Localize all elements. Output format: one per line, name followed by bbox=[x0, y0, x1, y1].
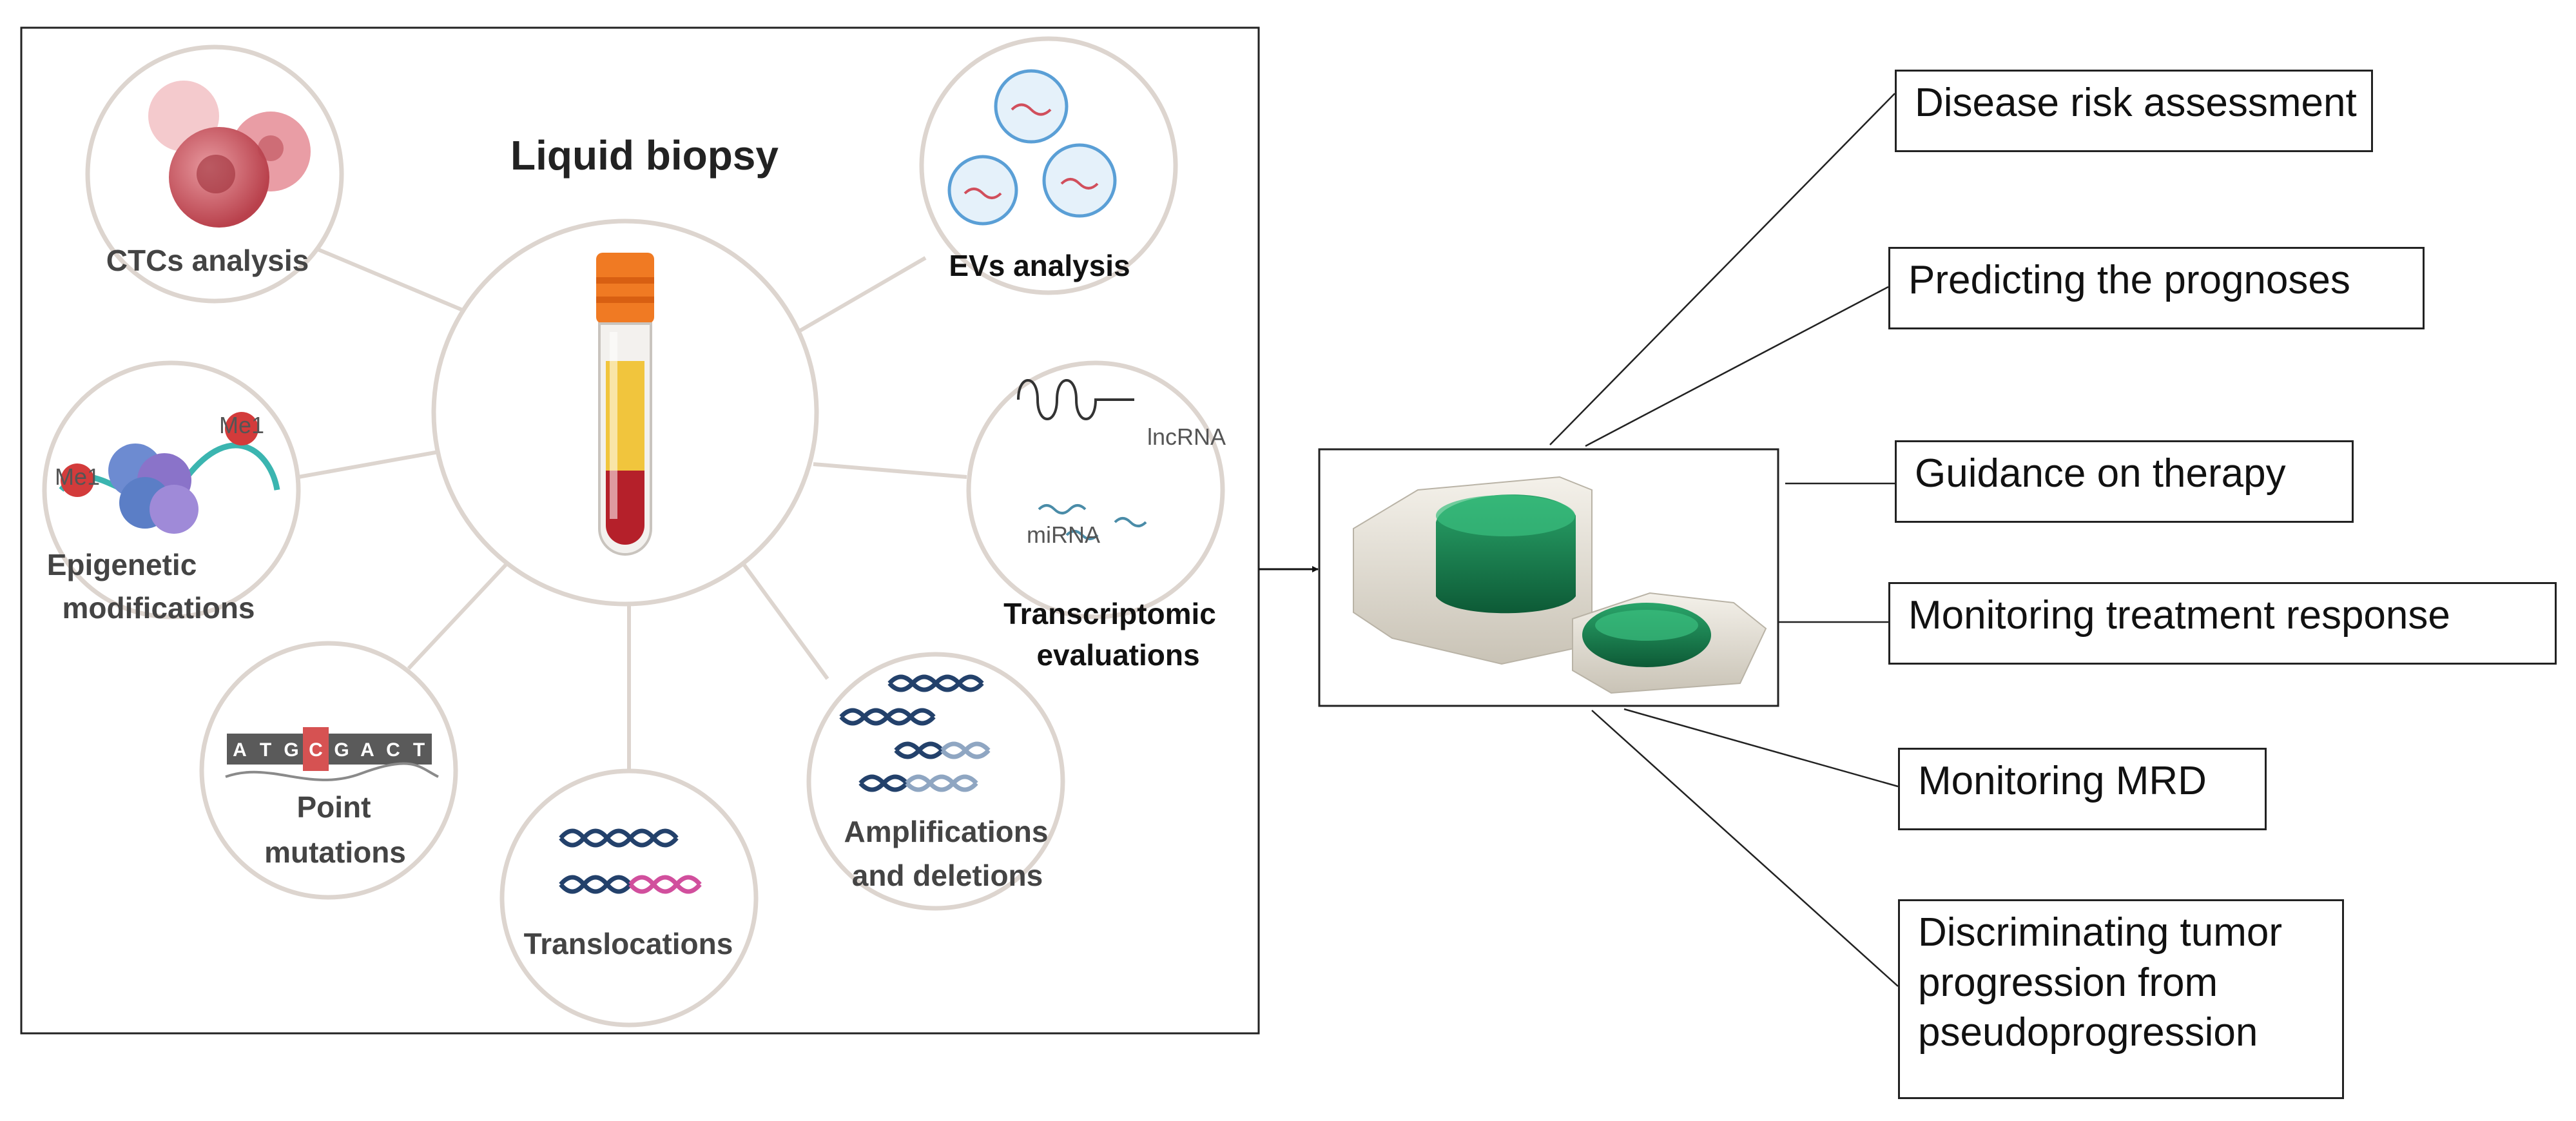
outcome-disease-risk-text: Disease risk assessment bbox=[1915, 81, 2357, 125]
outcome-predicting-prognoses: Predicting the prognoses bbox=[1888, 247, 2425, 329]
translocations-node: Translocations bbox=[499, 768, 759, 1028]
ctcs-analysis-label: CTCs analysis bbox=[106, 244, 309, 277]
base-c1: C bbox=[309, 739, 323, 761]
amplifications-label-line2: and deletions bbox=[852, 859, 1043, 892]
point-mutations-label-line2: mutations bbox=[264, 835, 406, 869]
transcriptomic-label-line2: evaluations bbox=[1036, 638, 1199, 672]
base-a1: A bbox=[233, 739, 247, 761]
liquid-biopsy-title: Liquid biopsy bbox=[510, 132, 779, 179]
epigenetic-modifications-node: Me1 Me1 Epigenetic modifications bbox=[42, 360, 301, 625]
outcome-discriminating-progression: Discriminating tumor progression from ps… bbox=[1898, 899, 2344, 1099]
base-a2: A bbox=[360, 739, 374, 761]
base-t1: T bbox=[260, 739, 271, 761]
epigenetic-label-line2: modifications bbox=[62, 591, 255, 625]
nucleosome-icon bbox=[59, 412, 280, 534]
outcome-discriminating-line3: pseudoprogression bbox=[1918, 1010, 2258, 1055]
rna-icon bbox=[1017, 379, 1147, 540]
amplifications-label-line1: Amplifications bbox=[844, 815, 1049, 848]
outcome-disease-risk: Disease risk assessment bbox=[1895, 70, 2373, 152]
outcome-predicting-prognoses-text: Predicting the prognoses bbox=[1908, 258, 2350, 302]
evs-analysis-label: EVs analysis bbox=[949, 249, 1130, 282]
base-t2: T bbox=[413, 739, 425, 761]
translocation-dna-icon bbox=[559, 828, 702, 894]
point-mutations-label-line1: Point bbox=[297, 790, 371, 824]
dna-sequence-icon: A T G C G A C T bbox=[225, 727, 439, 781]
outcome-monitoring-mrd: Monitoring MRD bbox=[1898, 748, 2267, 830]
outcome-discriminating-line2: progression from bbox=[1918, 960, 2218, 1005]
evs-analysis-node: EVs analysis bbox=[919, 36, 1178, 295]
lncrna-label: lncRNA bbox=[1147, 424, 1226, 450]
base-c2: C bbox=[386, 739, 400, 761]
outcome-guidance-therapy-text: Guidance on therapy bbox=[1915, 451, 2286, 496]
tumor-cells-icon bbox=[148, 81, 311, 228]
ctcs-analysis-node: CTCs analysis bbox=[85, 44, 344, 304]
base-g1: G bbox=[284, 739, 298, 761]
epigenetic-label-line1: Epigenetic bbox=[47, 548, 197, 581]
extracellular-vesicles-icon bbox=[947, 69, 1117, 226]
digital-pcr-instrument-icon bbox=[1353, 476, 1767, 694]
amplification-dna-icon bbox=[839, 674, 991, 792]
me1-mark-left: Me1 bbox=[55, 463, 100, 490]
mirna-label: miRNA bbox=[1027, 522, 1100, 548]
translocations-label: Translocations bbox=[524, 927, 733, 960]
outcome-monitoring-mrd-text: Monitoring MRD bbox=[1918, 759, 2207, 803]
me1-mark-top: Me1 bbox=[219, 412, 264, 438]
outcome-guidance-therapy: Guidance on therapy bbox=[1895, 440, 2354, 523]
point-mutations-node: A T G C G A C T Point mutations bbox=[199, 641, 458, 900]
outcome-monitoring-treatment-text: Monitoring treatment response bbox=[1908, 593, 2450, 638]
transcriptomic-label-line1: Transcriptomic bbox=[1003, 597, 1216, 630]
outcome-monitoring-treatment: Monitoring treatment response bbox=[1888, 582, 2557, 665]
outcome-connectors bbox=[1549, 93, 1899, 987]
amplifications-deletions-node: Amplifications and deletions bbox=[806, 652, 1065, 911]
hub-spokes bbox=[298, 240, 967, 770]
blood-tube-icon bbox=[596, 253, 654, 556]
outcome-discriminating-line1: Discriminating tumor bbox=[1918, 910, 2283, 955]
blood-tube-node bbox=[431, 219, 819, 607]
base-g2: G bbox=[334, 739, 349, 761]
transcriptomic-evaluations-node: lncRNA miRNA Transcriptomic evaluations bbox=[966, 360, 1226, 672]
